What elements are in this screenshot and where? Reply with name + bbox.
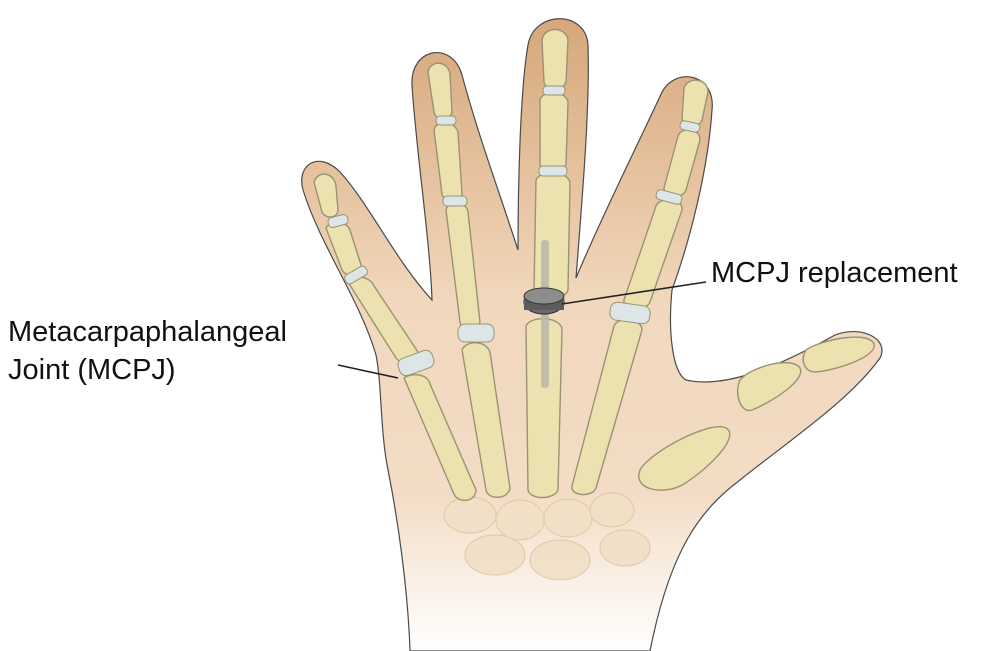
mcpj-label-line2: Joint (MCPJ)	[8, 351, 287, 389]
middle-finger-middle	[540, 93, 568, 172]
mcpj-replacement-label: MCPJ replacement	[711, 254, 958, 292]
mcpj-label-line1: Metacarpaphalangeal	[8, 313, 287, 351]
middle-finger-distal	[542, 30, 568, 90]
middle-finger-proximal	[534, 173, 570, 298]
mcpj-label: Metacarpaphalangeal Joint (MCPJ)	[8, 313, 287, 389]
mcpj-ring	[458, 324, 494, 342]
